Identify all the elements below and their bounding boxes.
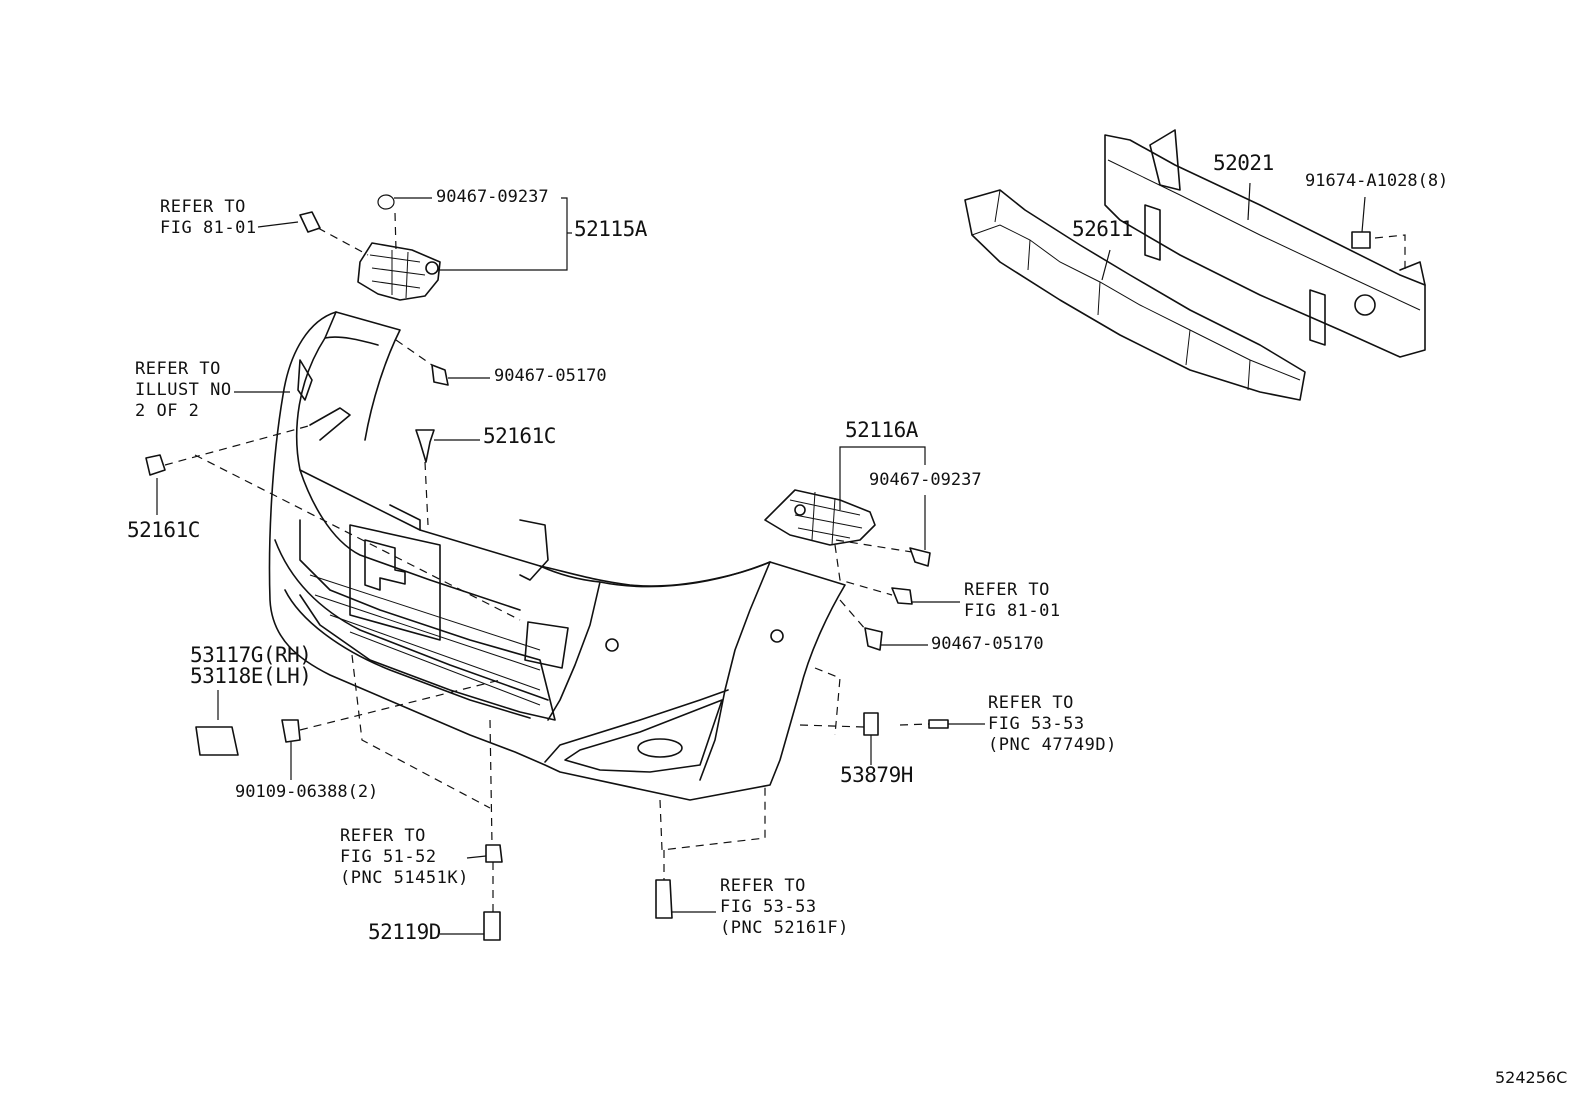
- bumper-cover-drawing: [268, 311, 846, 801]
- label-52116A: 52116A: [845, 418, 918, 442]
- label-refer-fig-81-01-left: REFER TO FIG 81-01: [160, 197, 257, 238]
- label-refer-fig-53-53-pnc-47749D: REFER TO FIG 53-53 (PNC 47749D): [988, 693, 1117, 755]
- label-90467-09237-top: 90467-09237: [436, 187, 549, 207]
- label-90467-05170-top: 90467-05170: [494, 366, 607, 386]
- label-refer-illust-no-2: REFER TO ILLUST NO 2 OF 2: [135, 359, 232, 421]
- reinforcement-52021-drawing: [1104, 129, 1426, 358]
- fasteners-drawing: [145, 194, 1371, 941]
- label-refer-fig-51-52: REFER TO FIG 51-52 (PNC 51451K): [340, 826, 469, 888]
- bracket-52116A-drawing: [764, 489, 876, 546]
- label-refer-fig-53-53-pnc-52161F: REFER TO FIG 53-53 (PNC 52161F): [720, 876, 849, 938]
- label-52119D: 52119D: [368, 920, 441, 944]
- label-52021: 52021: [1213, 151, 1274, 175]
- label-53117G-53118E: 53117G(RH) 53118E(LH): [190, 643, 312, 688]
- label-52611: 52611: [1072, 217, 1133, 241]
- label-90467-05170-right: 90467-05170: [931, 634, 1044, 654]
- label-91674-A1028: 91674-A1028(8): [1305, 171, 1449, 191]
- figure-code: 524256C: [1495, 1068, 1568, 1087]
- label-52115A: 52115A: [574, 217, 647, 241]
- assembly-lines: [164, 212, 1406, 912]
- label-refer-fig-81-01-right: REFER TO FIG 81-01: [964, 580, 1061, 621]
- label-90109-06388: 90109-06388(2): [235, 782, 379, 802]
- bracket-52115A-drawing: [357, 242, 441, 301]
- label-53879H: 53879H: [840, 763, 913, 787]
- label-52161C-left: 52161C: [127, 518, 200, 542]
- label-90467-09237-right: 90467-09237: [869, 470, 982, 490]
- label-52161C-center: 52161C: [483, 424, 556, 448]
- absorber-52611-drawing: [964, 189, 1306, 401]
- leader-lines: [156, 182, 1366, 935]
